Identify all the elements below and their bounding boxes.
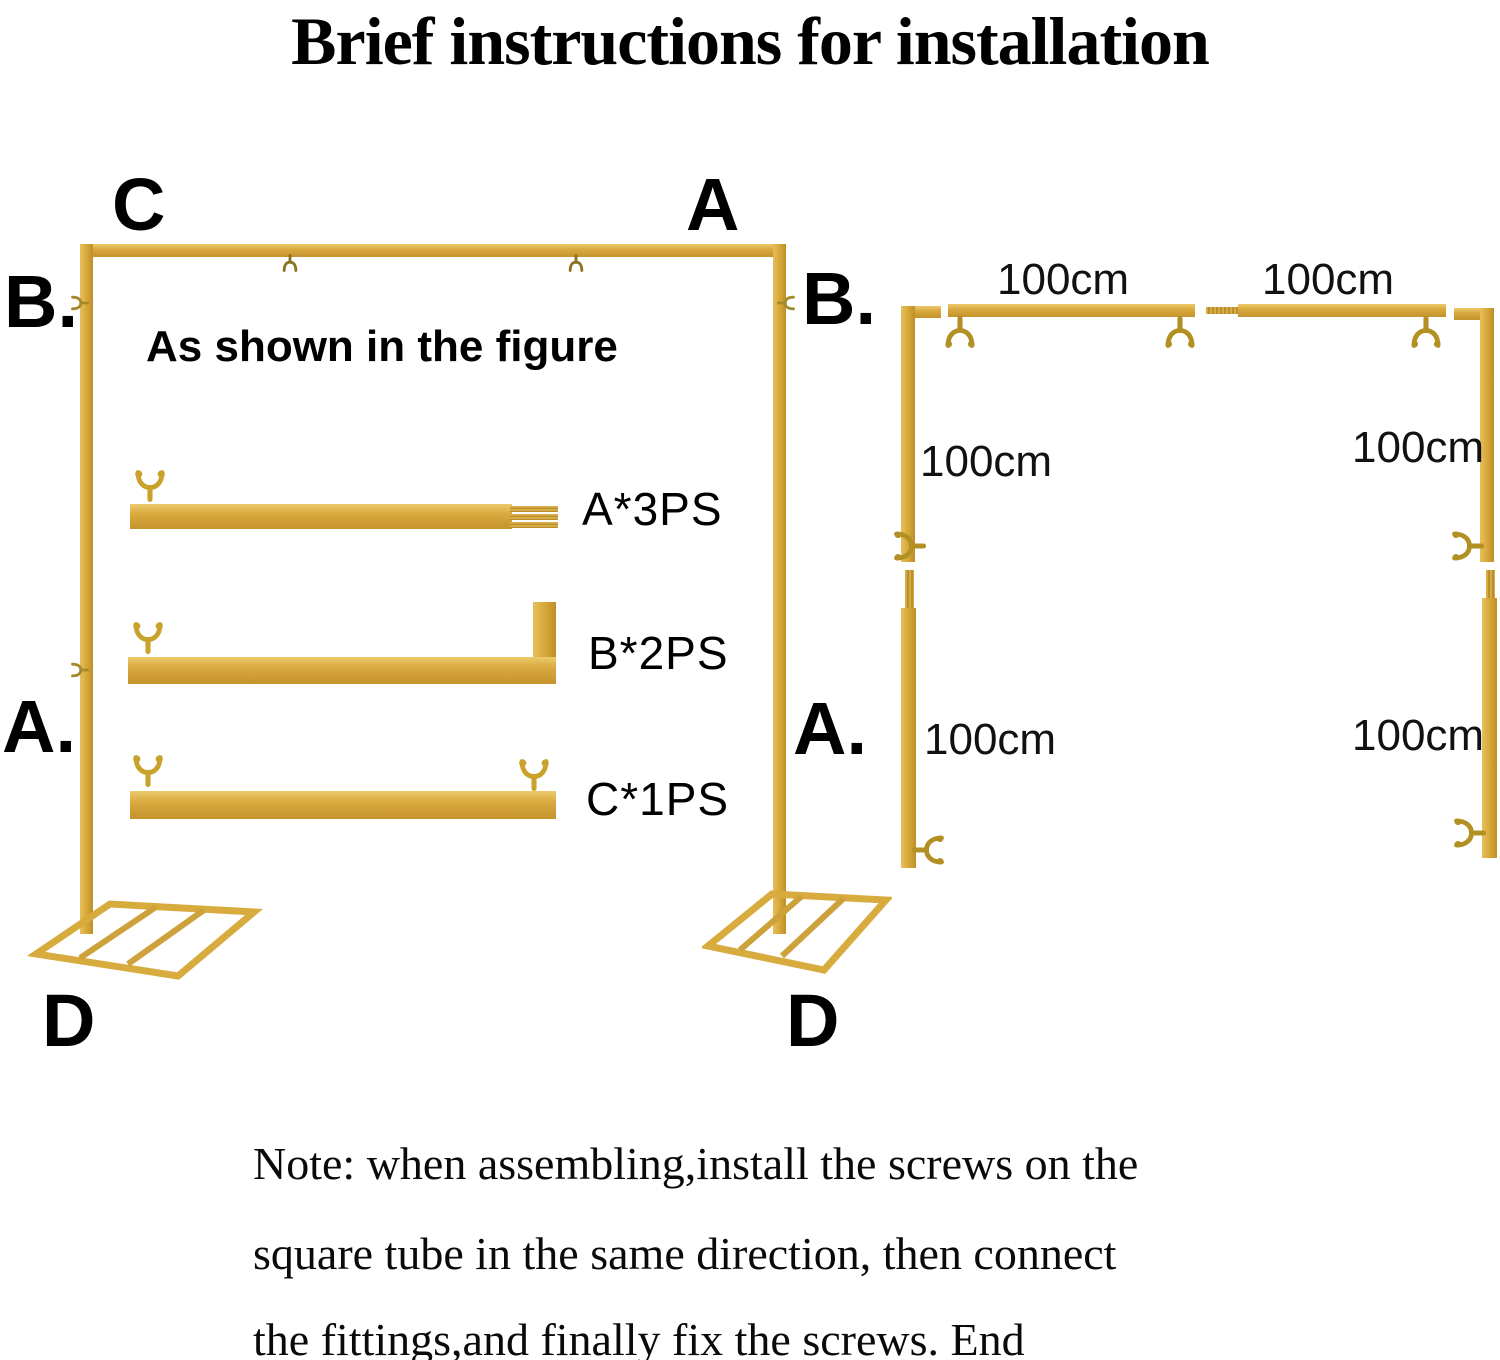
wing-nut-icon: [1408, 314, 1444, 350]
label-a-left: A.: [2, 685, 76, 768]
part-c-bar: [130, 791, 556, 819]
label-b-left: B.: [4, 260, 78, 343]
part-a-prong: [510, 514, 558, 520]
screw-mark-icon: [776, 293, 796, 313]
label-c-top-left: C: [112, 163, 166, 246]
dim-upper-right: 100cm: [1352, 423, 1485, 472]
note-line-3: the fittings,and finally fix the screws.…: [253, 1314, 1025, 1360]
part-c-label: C*1PS: [586, 773, 730, 825]
part-b-label: B*2PS: [588, 627, 729, 679]
part-a-label: A*3PS: [582, 483, 723, 535]
wing-nut-icon: [516, 757, 552, 793]
note-line-1: Note: when assembling,install the screws…: [253, 1138, 1139, 1189]
label-d-left: D: [42, 979, 96, 1062]
screw-mark-icon: [280, 253, 300, 273]
wing-nut-icon: [892, 528, 928, 564]
part-a-prong: [510, 522, 558, 528]
frame-right-pole: [773, 244, 786, 934]
part-a-bar: [130, 504, 512, 529]
screw-mark-icon: [70, 660, 90, 680]
label-a-top-right: A: [686, 163, 740, 246]
part-b-bar: [128, 657, 556, 684]
stand-base-right: [702, 886, 892, 974]
corner-left-vertical: [901, 306, 915, 562]
wing-nut-icon: [1162, 314, 1198, 350]
part-a-prong: [510, 506, 558, 512]
wing-nut-icon: [132, 468, 168, 504]
frame-top-bar: [80, 244, 786, 257]
page-title: Brief instructions for installation: [291, 3, 1210, 79]
corner-right-vertical: [1480, 308, 1494, 562]
wing-nut-icon: [130, 753, 166, 789]
wing-nut-icon: [1452, 815, 1488, 851]
dim-lower-right: 100cm: [1352, 711, 1485, 760]
exploded-top-bar-1: [948, 304, 1195, 317]
note-line-2: square tube in the same direction, then …: [253, 1228, 1117, 1279]
dim-top-bar-1: 100cm: [997, 255, 1130, 304]
frame-left-pole: [80, 244, 93, 934]
screw-mark-icon: [566, 253, 586, 273]
exploded-lower-right-bar: [1482, 598, 1497, 858]
exploded-top-bar-2: [1238, 304, 1446, 317]
dim-upper-left: 100cm: [920, 437, 1053, 486]
exploded-label-b: B.: [802, 257, 876, 340]
figure-note: As shown in the figure: [146, 322, 618, 371]
wing-nut-icon: [130, 620, 166, 656]
dim-top-bar-2: 100cm: [1262, 255, 1395, 304]
wing-nut-icon: [910, 832, 946, 868]
label-d-right: D: [786, 979, 840, 1062]
exploded-lower-left-bar: [901, 608, 916, 868]
exploded-label-a: A.: [793, 687, 867, 770]
part-b-corner-upright: [533, 602, 556, 660]
exploded-top-bar-2-tip: [1206, 307, 1242, 314]
wing-nut-icon: [942, 314, 978, 350]
wing-nut-icon: [1450, 528, 1486, 564]
exploded-lower-left-tip: [905, 570, 914, 612]
dim-lower-left: 100cm: [924, 715, 1057, 764]
exploded-lower-right-tip: [1486, 570, 1495, 602]
stand-base-left: [28, 896, 263, 980]
screw-mark-icon: [70, 293, 90, 313]
